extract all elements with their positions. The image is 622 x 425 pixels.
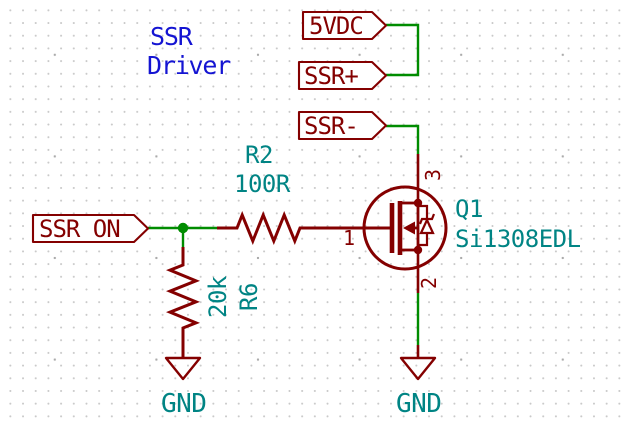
pin-number-gate: 1: [343, 226, 355, 250]
resistor-reference[interactable]: R6: [235, 283, 263, 311]
global-label-outline: [297, 60, 388, 91]
wires: [148, 23, 420, 345]
resistor-value[interactable]: 100R: [234, 170, 291, 198]
mosfet-body-circle: [362, 185, 448, 271]
mosfet-value[interactable]: Si1308EDL: [455, 225, 581, 253]
gnd-label[interactable]: GND: [161, 389, 207, 419]
gnd-label[interactable]: GND: [396, 389, 442, 419]
bulk-arrow: [403, 221, 415, 235]
resistor-reference[interactable]: R2: [245, 141, 273, 169]
resistor-r2[interactable]: R2 100R: [217, 141, 391, 246]
note-line-1: SSR: [150, 22, 194, 51]
mosfet-q1[interactable]: 3 2 1 Q1 Si1308EDL: [343, 154, 581, 293]
gnd-triangle: [399, 356, 437, 381]
gnd-triangle: [164, 356, 202, 381]
global-label-5vdc[interactable]: 5VDC: [301, 10, 388, 41]
gnd-symbol-right[interactable]: GND: [396, 345, 442, 419]
wire-ssrminus-to-drain[interactable]: [386, 124, 420, 154]
global-label-text: SSR_ON: [39, 215, 120, 243]
global-label-text: SSR+: [304, 62, 358, 90]
global-label-ssr-on[interactable]: SSR_ON: [31, 213, 150, 244]
schematic-note[interactable]: SSR Driver: [147, 22, 232, 80]
body-diode-anode-lead: [418, 233, 429, 247]
global-label-outline: [301, 10, 388, 41]
global-label-outline: [297, 110, 388, 141]
resistor-body: [165, 247, 201, 358]
global-label-ssr-minus[interactable]: SSR-: [297, 110, 388, 141]
wire-junction-dot[interactable]: [177, 222, 189, 234]
global-label-text: SSR-: [304, 112, 358, 140]
source-junction-dot: [413, 245, 423, 255]
global-label-text: 5VDC: [309, 12, 363, 40]
note-line-2: Driver: [147, 51, 231, 80]
resistor-body: [217, 210, 391, 246]
resistor-r6[interactable]: 20k R6: [165, 247, 263, 358]
wire-5vdc-to-ssrplus[interactable]: [386, 23, 420, 77]
global-label-ssr-plus[interactable]: SSR+: [297, 60, 388, 91]
mosfet-reference[interactable]: Q1: [455, 195, 483, 223]
global-label-outline: [31, 213, 150, 244]
resistor-value[interactable]: 20k: [204, 275, 232, 318]
body-diode-cathode-lead: [418, 204, 429, 219]
gnd-symbol-left[interactable]: GND: [161, 345, 207, 419]
body-diode-triangle: [419, 217, 435, 235]
pin-number-drain: 3: [421, 169, 445, 181]
pin-number-source: 2: [417, 277, 441, 289]
